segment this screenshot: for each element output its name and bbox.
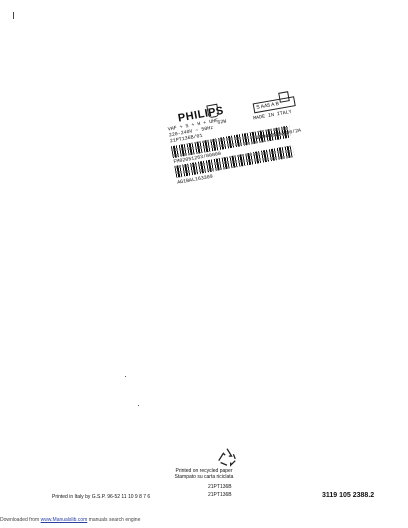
rating-label: PHILIPS VHF + S + H + UHF 220-240V ~ 50H… [158, 85, 307, 199]
manualslib-link[interactable]: www.Manualslib.com [40, 517, 88, 523]
recycled-paper-it: Stampato su carta riciclata [174, 474, 234, 480]
model-code-1: 21PT136B [208, 484, 232, 490]
print-info: Printed in Italy by G.S.P. 96-52 11 10 9… [52, 494, 151, 500]
download-footer: Downloaded from www.Manualslib.com manua… [0, 517, 140, 523]
footer-suffix: manuals search engine [87, 517, 141, 523]
philips-shield-icon [206, 103, 220, 119]
model-code-2: 21PT136B [208, 492, 232, 498]
label-power: 62W [216, 118, 227, 126]
recycle-icon [218, 448, 236, 467]
speck [138, 405, 139, 406]
footer-prefix: Downloaded from [0, 517, 41, 523]
corner-tick [13, 12, 14, 19]
recycled-paper-en: Printed on recycled paper [175, 468, 233, 474]
document-number: 3119 105 2388.2 [322, 492, 375, 499]
speck [125, 376, 126, 377]
